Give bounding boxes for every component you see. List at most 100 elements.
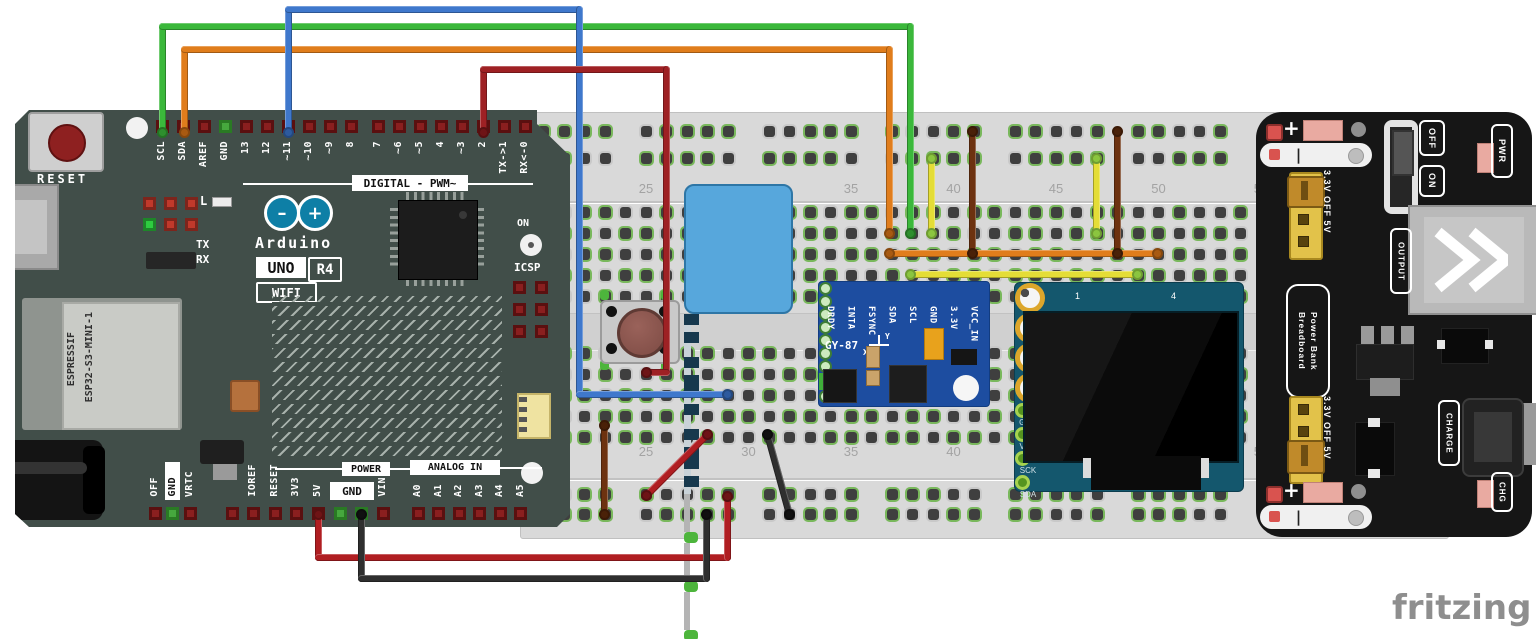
breadboard-hole (640, 227, 652, 239)
pin-rx<-0[interactable] (518, 120, 532, 133)
button-cap[interactable] (617, 308, 667, 358)
wire-d11-blue-segment[interactable] (284, 5, 583, 13)
button-lead (661, 290, 670, 300)
breadboard-rail-hole (1173, 152, 1185, 164)
button-body[interactable] (600, 300, 680, 364)
dht11-sensor[interactable] (684, 184, 794, 639)
pin-label-gnd: GND (219, 141, 230, 161)
breadboard-rail-hole (948, 508, 959, 520)
pin-a3[interactable] (473, 507, 486, 520)
gy87-pin-hole[interactable] (819, 347, 832, 360)
breadboard-hole (825, 410, 836, 422)
gy87-pin-hole[interactable] (819, 334, 832, 347)
pin-aux-gnd[interactable] (166, 507, 179, 520)
pin-13[interactable] (239, 120, 253, 133)
pin-power-4[interactable] (311, 507, 325, 520)
arduino-uno-r4-wifi-board[interactable]: RESET L DIGITAL - PWM~ – + Arduino UNO R… (15, 110, 570, 527)
reset-button-cap[interactable] (48, 124, 86, 162)
pin-7[interactable] (371, 120, 385, 133)
pin-~5[interactable] (413, 120, 427, 133)
pin-power-0[interactable] (225, 507, 239, 520)
gy87-pin-hole[interactable] (819, 282, 832, 295)
icsp-pin[interactable] (534, 302, 548, 316)
gy87-pin-hole[interactable] (819, 295, 832, 308)
pin-scl[interactable] (155, 120, 169, 133)
pin-sda[interactable] (176, 120, 190, 133)
icsp-pin[interactable] (512, 324, 526, 338)
pin-12[interactable] (260, 120, 274, 133)
breadboard-column-number: 50 (1151, 181, 1166, 196)
power-switch-knob[interactable] (1392, 130, 1414, 176)
breadboard-rail-hole (907, 488, 918, 500)
gy87-imu-module[interactable]: GY-87 Y X DRDYINTAFSYNCSDASCLGND3.3VVCC_… (818, 281, 990, 407)
breadboard-hole (989, 269, 1000, 281)
icsp-pin[interactable] (534, 280, 548, 294)
oled-pin-hole[interactable] (1015, 475, 1030, 490)
pin-power-3[interactable] (289, 507, 303, 520)
breadboard-hole (1153, 269, 1164, 281)
pin-power-1[interactable] (246, 507, 260, 520)
pin-~10[interactable] (302, 120, 316, 133)
pin-power-5[interactable] (333, 507, 347, 520)
pin-aref[interactable] (197, 120, 211, 133)
wire-sda-orange-segment[interactable] (180, 45, 893, 53)
pin-8[interactable] (344, 120, 358, 133)
breadboard-hole (1071, 269, 1082, 281)
pin-~9[interactable] (323, 120, 337, 133)
dht11-body[interactable] (684, 184, 793, 314)
reset-button[interactable] (28, 112, 104, 172)
wire-scl-green-segment[interactable] (158, 22, 914, 30)
pin-label-5v: 5V (312, 483, 323, 497)
pin-tx->1[interactable] (497, 120, 511, 133)
breadboard-rail-hole (722, 152, 734, 164)
mcu-chip-pins-right (476, 208, 484, 270)
pin-gnd[interactable] (218, 120, 232, 133)
pin-a4[interactable] (493, 507, 507, 520)
pin-power-6[interactable] (354, 507, 368, 520)
breadboard-hole (948, 248, 959, 260)
icsp-pin[interactable] (512, 302, 526, 316)
board-led (143, 218, 156, 231)
pwr-label: PWR (1491, 124, 1513, 178)
wire-5v-red-segment[interactable] (314, 553, 731, 561)
breadboard-hole (743, 431, 754, 443)
pin-~6[interactable] (392, 120, 406, 133)
breadboard-hole (579, 347, 590, 359)
pin-power-7[interactable] (376, 507, 390, 520)
breadboard-rail-hole (1153, 508, 1164, 520)
pin-label-ioref: IOREF (247, 464, 258, 497)
oled-display-module[interactable]: 1 4 GNDVDDSCKSDA (1014, 282, 1244, 499)
breadboard-rail-hole (804, 152, 816, 164)
pin-a1[interactable] (432, 507, 445, 520)
breadboard-hole (1214, 227, 1226, 239)
pin-a5[interactable] (514, 507, 527, 520)
voltage-jumper-bottom-cap[interactable] (1287, 440, 1325, 474)
pin-~3[interactable] (455, 120, 469, 133)
wire-d2-red-segment[interactable] (479, 65, 670, 73)
breadboard-hole (620, 389, 631, 401)
breadboard-rail-hole (825, 125, 836, 137)
voltage-jumper-top-cap[interactable] (1287, 176, 1325, 208)
breadboard-power-bank-module[interactable]: + | OFF ON PWR 3.3V OFF 5V (1256, 112, 1536, 537)
pin-~11[interactable] (281, 120, 295, 133)
pin-a0[interactable] (411, 507, 425, 520)
breadboard-hole (804, 206, 816, 218)
pin-power-2[interactable] (268, 507, 282, 520)
icsp-pin[interactable] (512, 280, 526, 294)
pin-aux-vrtc[interactable] (183, 507, 197, 520)
pin-aux-off[interactable] (148, 507, 162, 520)
pin-4[interactable] (434, 120, 448, 133)
pin-a2[interactable] (452, 507, 466, 520)
gy87-pin-hole[interactable] (819, 308, 832, 321)
icsp-pin[interactable] (534, 324, 548, 338)
push-button[interactable] (598, 290, 682, 372)
oled-connector-tab (1201, 458, 1209, 478)
power-switch[interactable] (1384, 120, 1418, 214)
breadboard-rail-hole (927, 488, 939, 500)
capacitor (230, 380, 260, 412)
gy87-pin-hole[interactable] (819, 321, 832, 334)
pin-2[interactable] (476, 120, 490, 133)
breadboard-hole (948, 227, 959, 239)
dht11-vent-slot (684, 404, 699, 415)
wire-gnd-black-segment[interactable] (357, 574, 710, 582)
